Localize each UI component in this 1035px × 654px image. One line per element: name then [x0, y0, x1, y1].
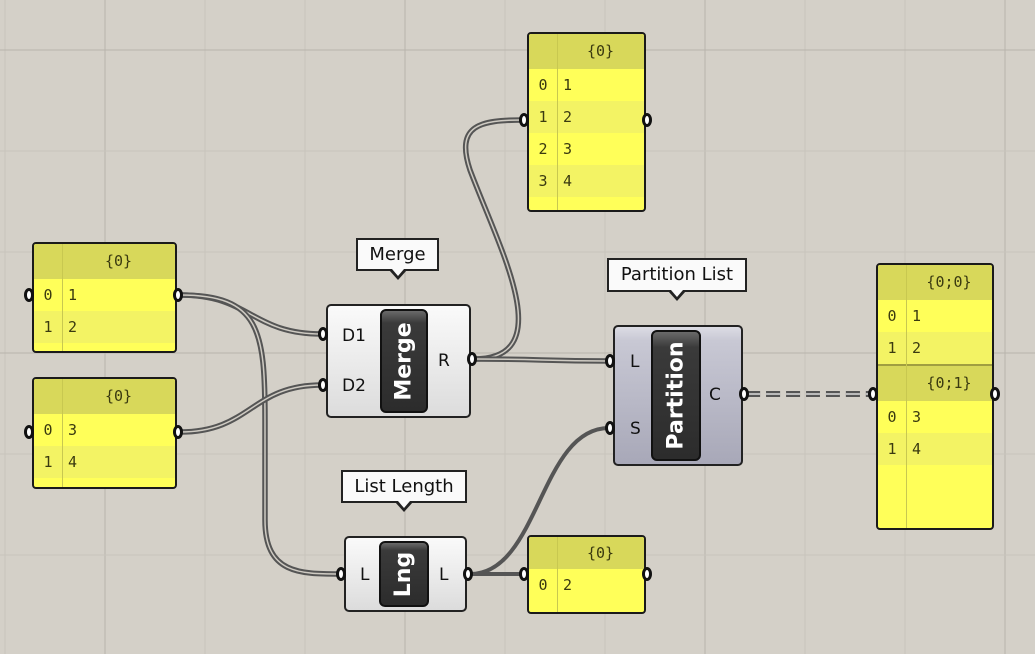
row-index: 0 — [887, 408, 897, 426]
row-index: 1 — [538, 108, 548, 126]
input-s-label: S — [630, 419, 641, 439]
core-text: Merge — [391, 321, 417, 401]
row-index: 0 — [43, 421, 53, 439]
row-index: 1 — [887, 440, 897, 458]
wire-a-to-length — [179, 292, 341, 577]
panel-length-output-grip[interactable] — [642, 567, 652, 581]
merge-d1-grip[interactable] — [318, 327, 328, 341]
wire-a-to-length — [179, 294, 341, 575]
row-value: 2 — [563, 108, 573, 126]
row-value: 1 — [563, 76, 573, 94]
partition-core-label[interactable]: Partition — [651, 330, 701, 461]
length-input-grip[interactable] — [336, 567, 346, 581]
row-value: 3 — [912, 408, 922, 426]
panel-merged-input-grip[interactable] — [519, 113, 529, 127]
row-value: 1 — [68, 286, 78, 304]
panel-merged-output-grip[interactable] — [642, 113, 652, 127]
input-d2-label: D2 — [342, 376, 366, 396]
panel-a-output-grip[interactable] — [173, 288, 183, 302]
row-index: 3 — [538, 172, 548, 190]
wire-r-to-panel — [464, 119, 524, 360]
row-index: 0 — [538, 76, 548, 94]
list-length-component[interactable]: L Lng L — [344, 536, 467, 612]
panel-path: {0} — [529, 34, 644, 69]
merge-core-label[interactable]: Merge — [380, 309, 428, 413]
panel-path: {0} — [34, 244, 175, 279]
panel-path: {0} — [529, 537, 644, 569]
panel-path: {0;1} — [878, 364, 992, 401]
row-index: 1 — [43, 453, 53, 471]
row-index: 0 — [43, 286, 53, 304]
wire-b-to-merge-d2 — [179, 384, 323, 433]
merge-d2-grip[interactable] — [318, 378, 328, 392]
partition-l-grip[interactable] — [605, 354, 615, 368]
tooltip-merge: Merge — [356, 238, 439, 280]
panel-a-input-grip[interactable] — [24, 288, 34, 302]
row-value: 4 — [563, 172, 573, 190]
row-index: 0 — [538, 576, 548, 594]
row-value: 3 — [68, 421, 78, 439]
row-value: 1 — [912, 307, 922, 325]
panel-b-output-grip[interactable] — [173, 425, 183, 439]
row-index: 2 — [538, 140, 548, 158]
partition-s-grip[interactable] — [605, 421, 615, 435]
row-value: 2 — [563, 576, 573, 594]
row-index: 0 — [887, 307, 897, 325]
wire-r-to-partition-l — [473, 358, 610, 362]
wire-length-to-partition-s — [469, 426, 610, 576]
panel-path: {0;0} — [878, 265, 992, 300]
length-output-grip[interactable] — [463, 567, 473, 581]
output-r-label: R — [438, 351, 450, 371]
tooltip-list-length: List Length — [341, 470, 467, 512]
panel-path: {0} — [34, 379, 175, 414]
row-value: 4 — [68, 453, 78, 471]
row-value: 3 — [563, 140, 573, 158]
output-c-label: C — [709, 385, 721, 405]
core-text: Partition — [663, 341, 689, 450]
input-l-label: L — [360, 565, 370, 585]
tooltip-partition-list: Partition List — [607, 258, 747, 301]
output-l-label: L — [439, 565, 449, 585]
partition-c-grip[interactable] — [739, 387, 749, 401]
row-value: 4 — [912, 440, 922, 458]
wire-a-to-merge-d1 — [179, 294, 323, 335]
row-index: 1 — [43, 318, 53, 336]
panel-result-output-grip[interactable] — [990, 387, 1000, 401]
row-index: 1 — [887, 339, 897, 357]
merge-r-grip[interactable] — [467, 352, 477, 366]
row-value: 2 — [912, 339, 922, 357]
merge-component[interactable]: D1 D2 Merge R — [326, 304, 471, 418]
length-core-label[interactable]: Lng — [379, 541, 429, 607]
panel-result-input-grip[interactable] — [868, 387, 878, 401]
input-d1-label: D1 — [342, 326, 366, 346]
row-value: 2 — [68, 318, 78, 336]
core-text: Lng — [391, 551, 417, 597]
panel-b-input-grip[interactable] — [24, 425, 34, 439]
input-l-label: L — [630, 352, 640, 372]
partition-list-component[interactable]: L S Partition C — [613, 325, 743, 466]
wire-r-to-panel — [462, 117, 524, 362]
panel-length-input-grip[interactable] — [519, 567, 529, 581]
